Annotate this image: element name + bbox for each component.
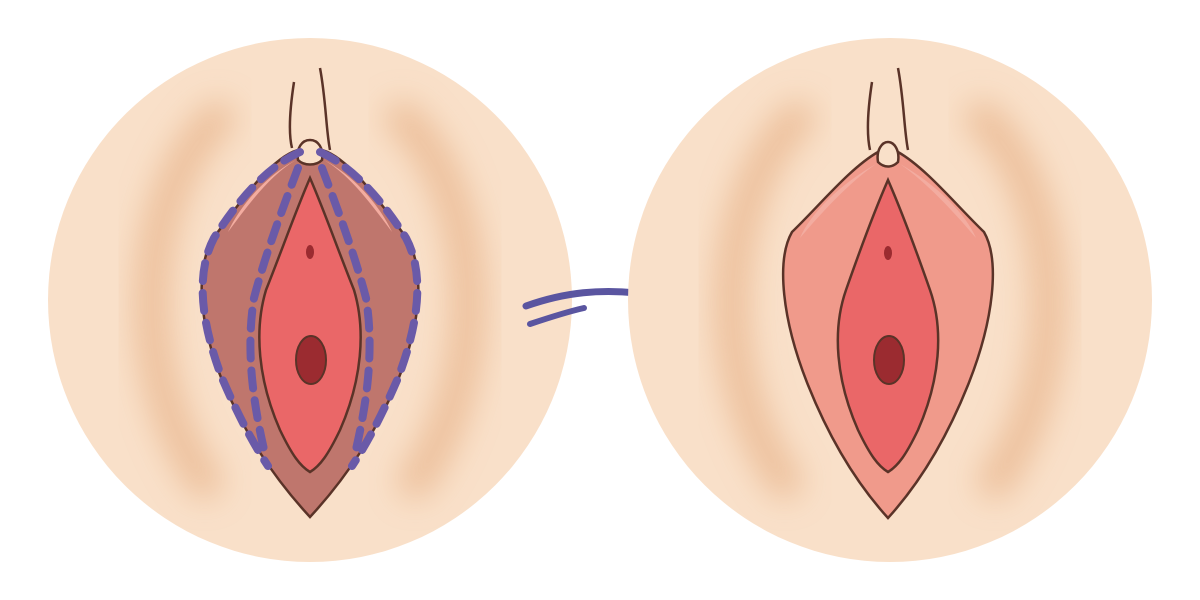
after-panel bbox=[628, 38, 1152, 562]
after-inner-area bbox=[836, 176, 940, 474]
before-panel bbox=[48, 38, 572, 562]
after-left-shadow bbox=[714, 101, 815, 499]
before-upper-line-left bbox=[288, 81, 296, 149]
incision-line-outer-right bbox=[316, 148, 422, 470]
before-urethral-opening bbox=[306, 245, 314, 259]
after-right-shadow bbox=[965, 101, 1066, 499]
after-upper-line-right bbox=[896, 67, 910, 151]
after-vaginal-opening bbox=[873, 335, 905, 385]
incision-line-inner-right bbox=[318, 164, 374, 462]
before-upper-line-right bbox=[318, 67, 332, 151]
after-upper-line-left bbox=[866, 81, 874, 151]
arrow-tail bbox=[527, 305, 587, 327]
incision-line-outer-left bbox=[198, 148, 304, 470]
before-hood bbox=[296, 138, 324, 166]
incision-line-inner-left bbox=[246, 164, 302, 462]
before-vaginal-opening bbox=[295, 335, 327, 385]
dashed-outline-icon bbox=[198, 148, 422, 470]
after-urethral-opening bbox=[884, 246, 892, 260]
before-right-shadow bbox=[385, 101, 486, 499]
before-left-shadow bbox=[134, 101, 235, 499]
before-inner-area bbox=[258, 174, 362, 474]
after-hood bbox=[876, 140, 900, 168]
